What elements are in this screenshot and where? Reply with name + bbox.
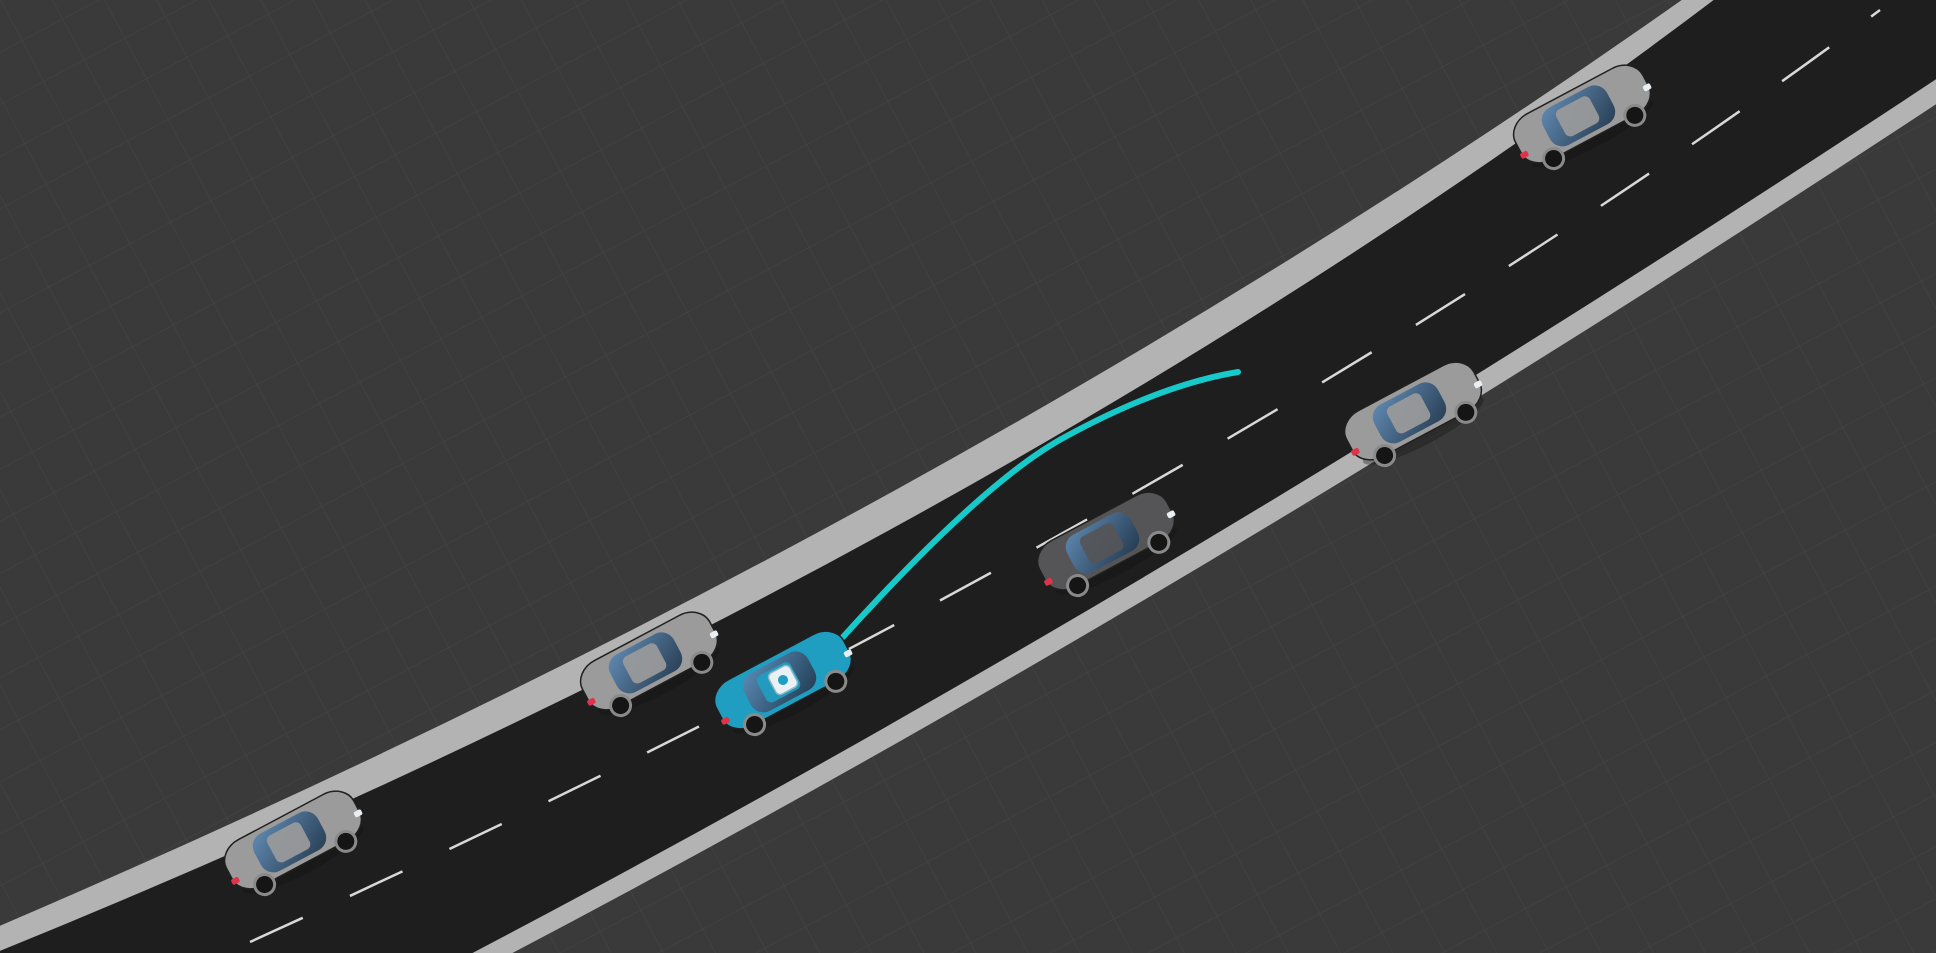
wheel-icon [743, 713, 767, 737]
wheel-icon [334, 829, 358, 853]
vehicle-roof [622, 643, 667, 684]
wheel-icon [690, 650, 714, 674]
vehicle-roof [1079, 523, 1124, 564]
headlight [1473, 380, 1483, 389]
lidar-sensor-dome-icon [778, 675, 788, 685]
headlight [1166, 510, 1176, 519]
taillight [587, 697, 596, 706]
wheel-icon [253, 873, 277, 897]
taillight [1351, 447, 1360, 456]
vehicle-left-lane-adjacent [579, 611, 720, 718]
taillight [721, 716, 730, 725]
headlight [353, 809, 363, 818]
lane-divider [249, 8, 1881, 944]
wheel-icon [1147, 530, 1171, 554]
headlight [1642, 83, 1652, 92]
wheel-icon [1373, 444, 1397, 468]
wheel-icon [1623, 103, 1647, 127]
wheel-icon [1454, 400, 1478, 424]
vehicle-left-lane-far [1512, 64, 1653, 171]
taillight [1520, 150, 1529, 159]
headlight [709, 630, 719, 639]
vehicle-right-lane-far [1343, 361, 1484, 468]
planned-path-line [840, 369, 1241, 640]
vehicle-roof [1386, 393, 1431, 434]
wheel-icon [824, 669, 848, 693]
vehicle-right-lane-ahead [1036, 491, 1177, 598]
taillight [231, 876, 240, 885]
ego-autonomous-vehicle [713, 630, 854, 737]
vehicles-layer [223, 64, 1653, 897]
wheel-icon [1066, 574, 1090, 598]
vehicle-roof [266, 822, 311, 863]
vehicle-left-lane-rear [223, 790, 364, 897]
headlight [843, 649, 853, 658]
taillight [1044, 577, 1053, 586]
vehicle-roof [1555, 96, 1600, 137]
wheel-icon [1542, 147, 1566, 171]
wheel-icon [609, 694, 633, 718]
